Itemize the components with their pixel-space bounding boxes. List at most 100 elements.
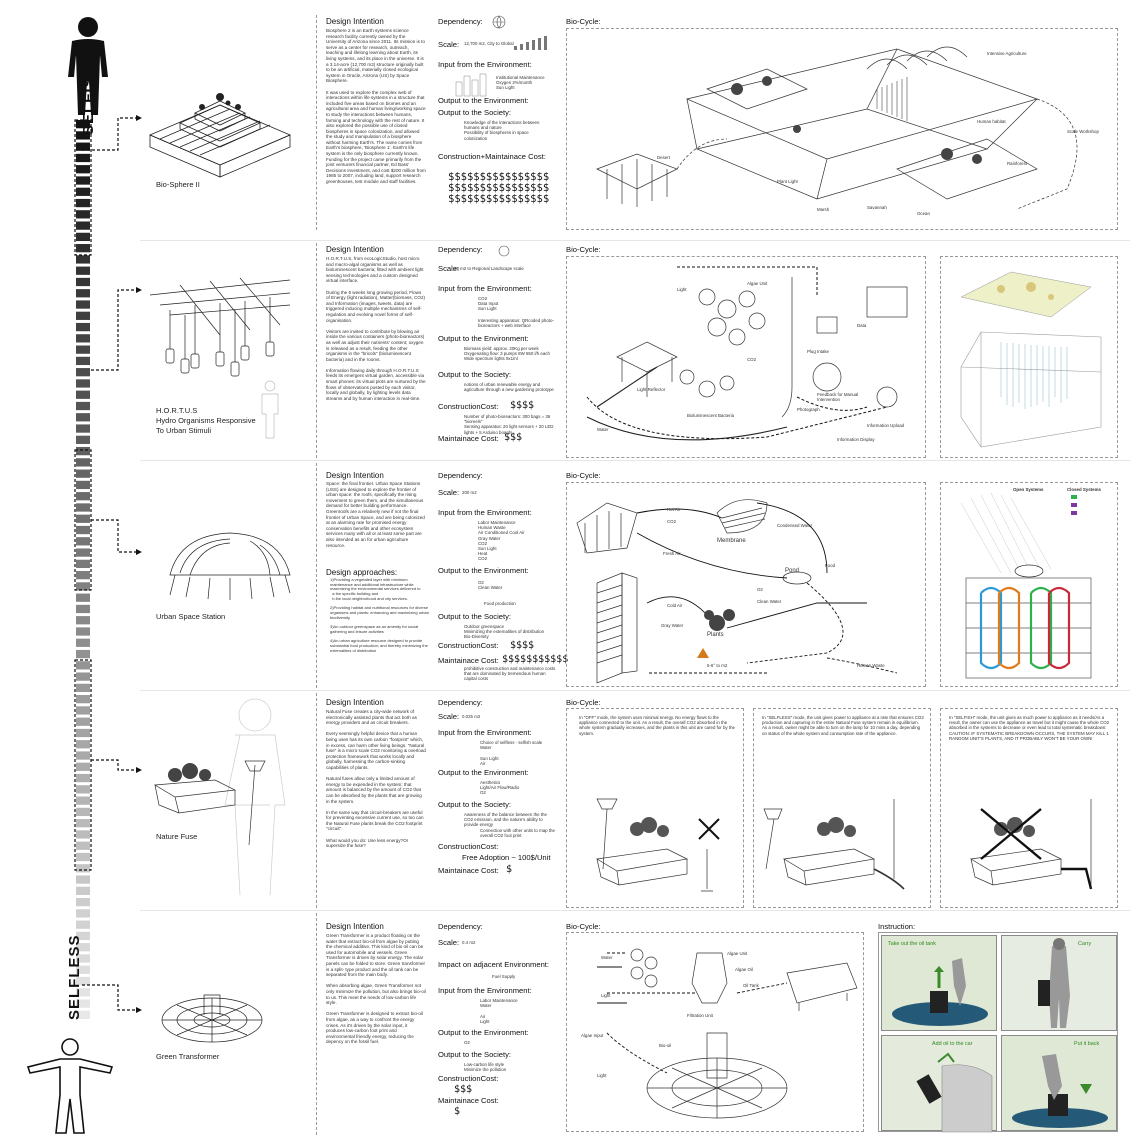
scale-segment	[76, 311, 90, 320]
diagram-label: Information Upload	[867, 423, 905, 428]
diagram-label: Light Reflector	[637, 387, 666, 392]
scale-segment	[76, 559, 90, 568]
scale-segment	[76, 424, 90, 433]
mode-selfish-panel: In "SELFISH" mode, the unit gives as muc…	[940, 708, 1118, 908]
scale-segment	[76, 717, 90, 726]
diagram-label: Filtration Unit	[687, 1013, 713, 1018]
scale-segment	[76, 683, 90, 693]
maintenance-label: Maintainace Cost:	[438, 434, 499, 443]
design-approaches-heading: Design approaches:	[326, 568, 398, 577]
scale-segment	[76, 458, 90, 467]
mode-selfless-diagram	[763, 799, 905, 890]
scale-segment	[76, 999, 90, 1008]
scale-segment	[76, 954, 90, 963]
hortus-cycle-diagram	[586, 266, 908, 441]
design-intention-text: Space: the final frontier. Urban Space S…	[326, 481, 427, 548]
design-intention-heading: Design Intention	[326, 922, 384, 931]
output-soc-label: Output to the Society:	[438, 612, 512, 621]
scale-segment	[76, 593, 90, 602]
text-column-rule	[316, 693, 317, 908]
diagram-label: Clean Water	[757, 599, 782, 604]
instruction-step-4: Put it back	[1001, 1035, 1117, 1131]
scale-segment	[76, 819, 90, 828]
maintenance-label: Maintainace Cost:	[438, 656, 499, 665]
scale-segment	[76, 695, 90, 704]
scale-segment	[76, 762, 90, 771]
scale-segment	[76, 221, 90, 230]
scale-segment	[76, 537, 90, 546]
maintenance-value: $$$	[504, 432, 523, 443]
output-env-value: O2 Clean Water	[478, 580, 503, 591]
adoption-value: Free Adoption ~ 100$/Unit	[462, 853, 551, 862]
scale-label: Scale:	[438, 712, 460, 721]
scale-segment	[76, 773, 90, 783]
output-soc-label: Output to the Society:	[438, 370, 512, 379]
scale-segment	[76, 401, 90, 411]
scale-segment	[76, 244, 90, 253]
scale-segment	[76, 649, 90, 659]
dependency-label: Dependency:	[438, 245, 483, 254]
diagram-label: Oil Tank	[743, 983, 759, 988]
diagram-label: Food	[825, 563, 836, 568]
instruction-step-3: Add oil to the car	[881, 1035, 997, 1133]
scale-value: 200 m2	[462, 490, 477, 495]
bio-cycle-label: Bio-Cycle:	[566, 922, 601, 931]
output-soc-value: Knowledge of the interactions between hu…	[464, 120, 540, 141]
row-divider	[140, 240, 1130, 241]
scale-segment	[76, 379, 90, 388]
instruction-label: Instruction:	[878, 922, 916, 931]
scale-segment	[76, 965, 90, 974]
diagram-label: Condensed Water	[777, 523, 813, 528]
diagram-label: Membrane	[717, 538, 746, 544]
diagram-label: Pond	[785, 568, 800, 574]
diagram-label: CO2	[747, 357, 757, 362]
diagram-label: Plant Light	[777, 179, 798, 184]
scale-segment	[76, 131, 90, 140]
input-label: Input from the Environment:	[438, 284, 532, 293]
instruction-panel: Take out the oil tank Carry Add oil to t…	[878, 932, 1118, 1133]
scale-segment	[76, 120, 90, 129]
project-name: Bio-Sphere II	[156, 180, 200, 189]
diagram-label: O2	[757, 587, 763, 592]
output-soc-value: notions of urban renewable energy and ag…	[464, 382, 554, 393]
cost-value: $$$$	[510, 400, 535, 411]
cost-label: ConstructionCost:	[438, 641, 499, 650]
text-column-rule	[316, 243, 317, 458]
mode-selfish-diagram	[969, 799, 1093, 890]
row-divider	[140, 910, 1130, 911]
person-selfish-icon	[68, 17, 108, 115]
diagram-label: Savannah	[867, 205, 887, 210]
scale-segment	[76, 661, 90, 670]
scale-value: 0.025 m2	[462, 714, 481, 719]
instruction-step-label: Put it back	[1074, 1041, 1100, 1047]
scale-segment	[76, 153, 90, 163]
diagram-label: Data	[857, 323, 867, 328]
diagram-label: Feedback for Manual Intervention	[817, 392, 860, 403]
mode-selfless-panel: In "SELFLESS" mode, the unit gives power…	[753, 708, 931, 908]
diagram-label: Water	[597, 427, 609, 432]
output-env-label: Output to the Environment:	[438, 334, 529, 343]
scale-segment	[76, 638, 90, 647]
scale-segment	[76, 604, 90, 614]
mode-selfish-text: In "SELFISH" mode, the unit gives as muc…	[949, 715, 1111, 741]
input-value: Institutional Maintenance Oxygen 2%/mont…	[496, 75, 545, 91]
scale-segment	[76, 548, 90, 557]
output-env-value: Biomass yield: approx. 20Kg per week Oxy…	[464, 346, 550, 362]
person-selfless-icon	[26, 1038, 114, 1134]
scale-label: Scale:	[438, 938, 460, 947]
bio-cycle-label: Bio-Cycle:	[566, 245, 601, 254]
dependency-icon	[492, 15, 506, 29]
nature-fuse-illustration	[153, 698, 286, 896]
scale-segment	[76, 368, 90, 377]
scale-segment	[76, 1010, 90, 1019]
maintenance-value: $	[506, 864, 513, 875]
dependency-label: Dependency:	[438, 471, 483, 480]
scale-value: 35 m2 to Regional Landscape scale	[454, 266, 524, 271]
maintenance-value: $	[454, 1106, 461, 1117]
scale-segment	[76, 875, 90, 884]
step-photo	[1038, 938, 1070, 1028]
diagram-label: Human habitat	[977, 119, 1006, 124]
scale-segment	[76, 176, 90, 185]
text-column-rule	[316, 463, 317, 688]
instruction-step-label: Take out the oil tank	[888, 941, 936, 947]
